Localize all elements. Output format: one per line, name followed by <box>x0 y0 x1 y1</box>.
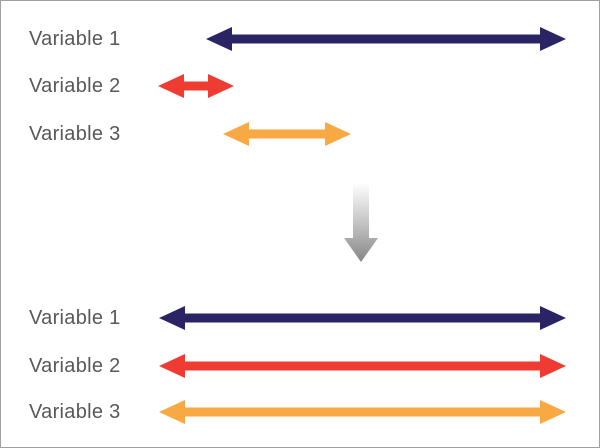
range-arrow <box>159 400 566 424</box>
arrow-right-head-icon <box>208 74 234 98</box>
arrow-left-head-icon <box>158 74 184 98</box>
variable-row-before-2: Variable 2 <box>1 74 599 98</box>
arrow-shaft <box>181 313 544 323</box>
variable-label: Variable 2 <box>29 355 121 377</box>
arrow-shaft <box>181 407 544 417</box>
transform-down-arrow-icon <box>344 184 378 262</box>
range-arrow <box>158 74 234 98</box>
range-arrow <box>223 122 351 146</box>
variable-row-before-1: Variable 1 <box>1 27 599 51</box>
variable-row-after-3: Variable 3 <box>1 400 599 424</box>
variable-label: Variable 1 <box>29 28 121 50</box>
arrow-left-head-icon <box>159 306 185 330</box>
arrow-shaft <box>181 361 544 371</box>
range-arrow <box>159 354 566 378</box>
variable-row-before-3: Variable 3 <box>1 122 599 146</box>
arrow-right-head-icon <box>540 400 566 424</box>
arrow-right-head-icon <box>540 27 566 51</box>
range-arrow <box>159 306 566 330</box>
variable-row-after-1: Variable 1 <box>1 306 599 330</box>
range-arrow <box>206 27 566 51</box>
arrow-left-head-icon <box>159 354 185 378</box>
arrow-shaft <box>245 129 329 139</box>
variable-label: Variable 1 <box>29 307 121 329</box>
arrow-right-head-icon <box>540 306 566 330</box>
variable-label: Variable 3 <box>29 401 121 423</box>
arrow-left-head-icon <box>159 400 185 424</box>
arrow-right-head-icon <box>540 354 566 378</box>
arrow-left-head-icon <box>223 122 249 146</box>
arrow-right-head-icon <box>325 122 351 146</box>
arrow-shaft <box>228 34 544 44</box>
variable-row-after-2: Variable 2 <box>1 354 599 378</box>
arrow-left-head-icon <box>206 27 232 51</box>
variable-label: Variable 2 <box>29 75 121 97</box>
variable-label: Variable 3 <box>29 123 121 145</box>
arrow-shaft <box>180 81 212 91</box>
